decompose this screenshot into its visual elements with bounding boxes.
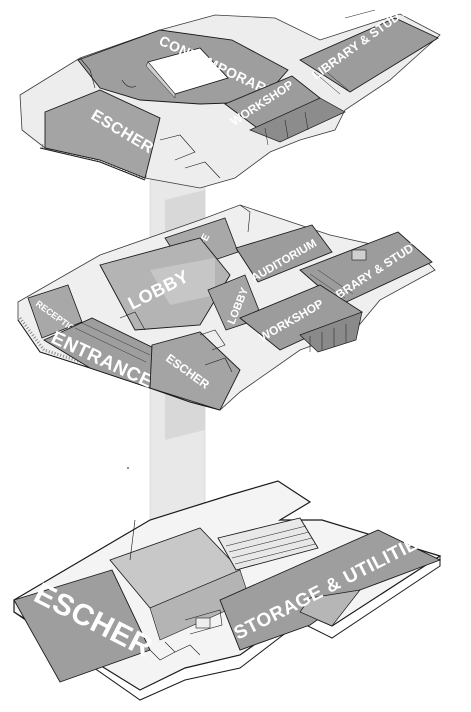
middle-lobby-main-zone: LOBBY xyxy=(99,237,231,331)
dot-mark xyxy=(127,467,129,469)
middle-interior-walls xyxy=(119,204,367,373)
middle-escher-zone: ESCHER xyxy=(149,331,241,411)
middle-reception-zone: RECEPTION xyxy=(27,284,83,339)
upper-escher-zone: ESCHER xyxy=(44,89,161,179)
lower-interior-walls xyxy=(129,519,223,661)
middle-workshop-zone: WORKSHOP xyxy=(239,284,363,353)
upper-interior-walls xyxy=(79,57,221,179)
upper-contemporary-zone: CONTEMPORARY xyxy=(77,29,289,105)
